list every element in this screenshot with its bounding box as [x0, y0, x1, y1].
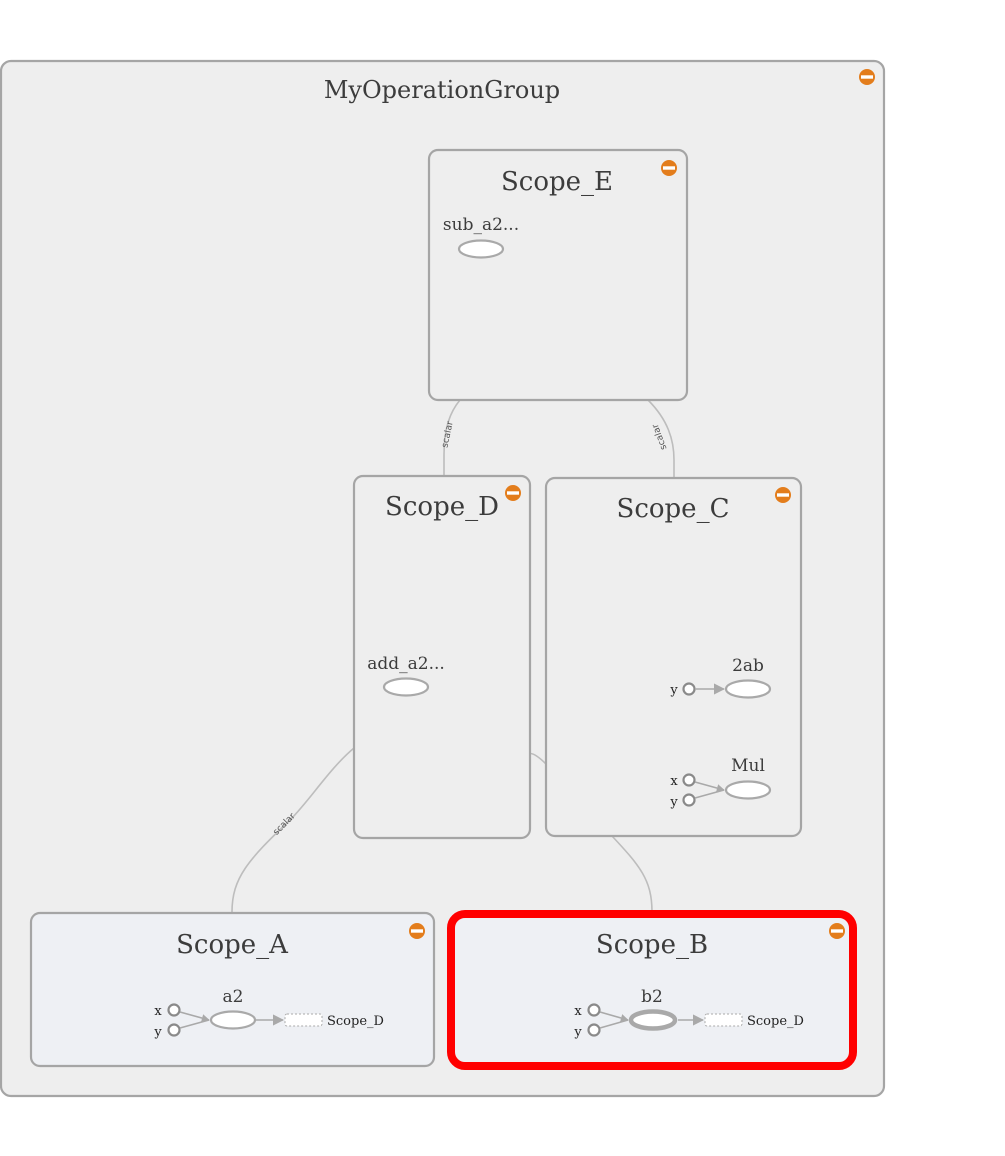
- input-port[interactable]: [682, 682, 696, 696]
- op-node-add-a2[interactable]: [382, 677, 430, 697]
- node-label: add_a2...: [367, 654, 445, 674]
- collapse-icon[interactable]: [859, 69, 875, 85]
- scope-a[interactable]: Scope_A a2 x y Scope_D: [29, 911, 436, 1068]
- collapse-icon[interactable]: [661, 160, 677, 176]
- input-port[interactable]: [682, 773, 696, 787]
- collapse-icon[interactable]: [409, 923, 425, 939]
- input-port[interactable]: [682, 793, 696, 807]
- scope-d-title: Scope_D: [385, 492, 499, 522]
- port-arrow: [694, 789, 725, 799]
- collapse-icon[interactable]: [829, 923, 845, 939]
- port-label: y: [669, 683, 678, 698]
- port-label: y: [669, 795, 678, 810]
- scope-a-title: Scope_A: [176, 930, 289, 960]
- op-node-mul[interactable]: [724, 780, 772, 800]
- collapse-icon[interactable]: [775, 487, 791, 503]
- node-label: b2: [641, 987, 663, 1007]
- scope-b-title: Scope_B: [596, 930, 708, 960]
- port-label: x: [670, 774, 678, 789]
- op-node-2ab[interactable]: [724, 679, 772, 699]
- group-title: MyOperationGroup: [324, 76, 560, 104]
- scope-e[interactable]: Scope_E sub_a2...: [427, 148, 689, 402]
- ref-label: Scope_D: [747, 1014, 804, 1029]
- scope-d-box: [352, 474, 532, 840]
- input-port[interactable]: [587, 1003, 601, 1017]
- port-arrow: [179, 1011, 210, 1022]
- scope-c-title: Scope_C: [617, 494, 730, 524]
- ref-label: Scope_D: [327, 1014, 384, 1029]
- port-arrow: [599, 1019, 629, 1029]
- port-arrow: [599, 1011, 629, 1022]
- scope-b-box: [447, 910, 857, 1070]
- port-label: y: [153, 1025, 162, 1040]
- node-label: sub_a2...: [443, 215, 519, 235]
- scope-c[interactable]: Scope_C 2ab y Mul x y: [544, 476, 803, 838]
- port-label: x: [574, 1004, 582, 1019]
- op-node-a2[interactable]: [209, 1010, 257, 1030]
- scope-e-title: Scope_E: [501, 167, 613, 197]
- node-label: Mul: [731, 756, 765, 776]
- op-node-b2[interactable]: [628, 1009, 678, 1031]
- op-node-sub-a2[interactable]: [457, 239, 505, 259]
- scope-d[interactable]: Scope_D add_a2...: [352, 474, 532, 840]
- ref-node[interactable]: [704, 1013, 743, 1027]
- scope-a-box: [29, 911, 436, 1068]
- collapse-icon[interactable]: [505, 485, 521, 501]
- edge-c-to-b: [611, 835, 653, 913]
- scope-b[interactable]: Scope_B b2 x y Scope_D: [447, 910, 857, 1070]
- node-label: 2ab: [732, 656, 764, 676]
- ref-node[interactable]: [284, 1013, 323, 1027]
- port-arrow: [179, 1019, 210, 1029]
- input-port[interactable]: [167, 1023, 181, 1037]
- node-label: a2: [223, 987, 244, 1007]
- input-port[interactable]: [167, 1003, 181, 1017]
- input-port[interactable]: [587, 1023, 601, 1037]
- port-arrow: [694, 781, 725, 792]
- port-label: y: [573, 1025, 582, 1040]
- scope-c-box: [544, 476, 803, 838]
- port-label: x: [154, 1004, 162, 1019]
- scope-e-box: [427, 148, 689, 402]
